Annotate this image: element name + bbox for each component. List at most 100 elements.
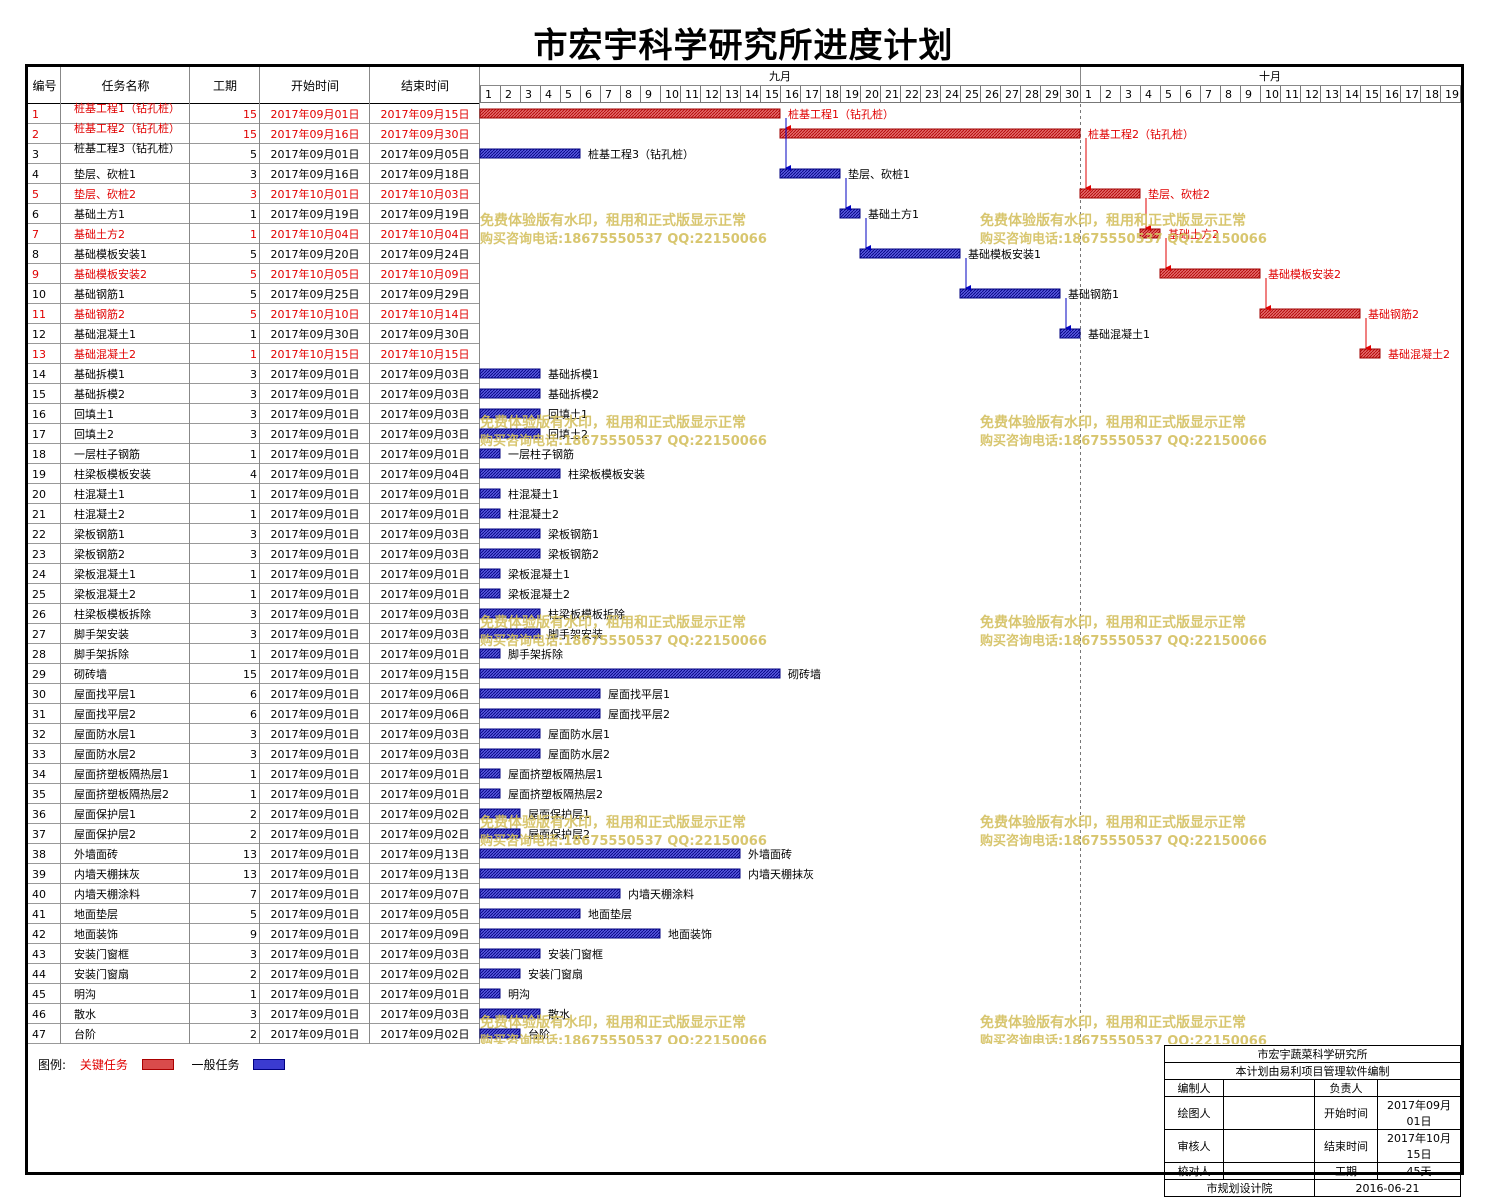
task-id: 20: [32, 488, 46, 501]
normal-task-bar: [479, 408, 541, 419]
task-duration: 1: [250, 228, 257, 241]
critical-task-bar: [479, 108, 781, 119]
task-name: 一层柱子钢筋: [74, 447, 140, 461]
bar-label: 基础钢筋1: [1068, 287, 1119, 301]
day-label: 11: [685, 88, 699, 101]
task-duration: 13: [243, 848, 257, 861]
legend-normal-swatch: [253, 1059, 286, 1070]
critical-task-bar: [1159, 268, 1261, 279]
task-id: 11: [32, 308, 46, 321]
bar-label: 回填土2: [548, 427, 588, 441]
task-start: 2017年09月01日: [271, 447, 360, 461]
task-end: 2017年09月05日: [381, 907, 470, 921]
normal-task-bar: [479, 828, 521, 839]
bar-label: 脚手架拆除: [508, 647, 563, 661]
day-label: 12: [705, 88, 719, 101]
normal-task-bar: [479, 688, 601, 699]
task-end: 2017年09月01日: [381, 587, 470, 601]
task-end: 2017年09月30日: [381, 327, 470, 341]
day-label: 18: [1425, 88, 1439, 101]
bar-label: 基础土方1: [868, 207, 919, 221]
normal-task-bar: [479, 648, 501, 659]
day-label: 2: [505, 88, 512, 101]
task-end: 2017年09月03日: [381, 607, 470, 621]
watermark-line1: 免费体验版有水印，租用和正式版显示正常: [980, 1014, 1246, 1031]
task-end: 2017年09月03日: [381, 547, 470, 561]
bar-label: 脚手架安装: [548, 627, 603, 641]
day-label: 5: [1165, 88, 1172, 101]
task-start: 2017年09月01日: [271, 1007, 360, 1021]
info-software: 本计划由易利项目管理软件编制: [1164, 1062, 1461, 1080]
task-duration: 3: [250, 728, 257, 741]
task-id: 6: [32, 208, 39, 221]
task-id: 15: [32, 388, 46, 401]
normal-task-bar: [479, 868, 741, 879]
task-duration: 5: [250, 308, 257, 321]
task-start: 2017年09月01日: [271, 547, 360, 561]
task-name: 内墙天棚抹灰: [74, 867, 140, 881]
task-name: 基础混凝土2: [74, 347, 136, 361]
bar-label: 安装门窗框: [548, 947, 603, 961]
task-duration: 5: [250, 268, 257, 281]
task-name: 台阶: [74, 1027, 96, 1041]
task-end: 2017年10月15日: [381, 347, 470, 361]
watermark-line1: 免费体验版有水印，租用和正式版显示正常: [480, 814, 746, 831]
day-label: 16: [785, 88, 799, 101]
day-label: 15: [765, 88, 779, 101]
info-org: 市宏宇蔬菜科学研究所: [1164, 1045, 1461, 1063]
watermark-line1: 免费体验版有水印，租用和正式版显示正常: [480, 212, 746, 229]
bar-label: 基础模板安装2: [1268, 267, 1341, 281]
watermark-line1: 免费体验版有水印，租用和正式版显示正常: [980, 614, 1246, 631]
watermark-line2: 购买咨询电话:18675550537 QQ:22150066: [480, 433, 767, 449]
watermark-line2: 购买咨询电话:18675550537 QQ:22150066: [480, 231, 767, 247]
task-duration: 3: [250, 408, 257, 421]
task-end: 2017年09月02日: [381, 1027, 470, 1041]
normal-task-bar: [479, 768, 501, 779]
task-id: 37: [32, 828, 46, 841]
day-label: 15: [1365, 88, 1379, 101]
normal-task-bar: [1059, 328, 1081, 339]
task-start: 2017年09月16日: [271, 167, 360, 181]
task-id: 14: [32, 368, 46, 381]
task-end: 2017年09月01日: [381, 767, 470, 781]
bar-label: 柱梁板模板安装: [568, 467, 645, 481]
normal-task-bar: [479, 488, 501, 499]
watermark-line1: 免费体验版有水印，租用和正式版显示正常: [980, 212, 1246, 229]
column-header-duration: 工期: [213, 79, 237, 93]
task-start: 2017年09月01日: [271, 807, 360, 821]
task-name: 梁板混凝土1: [74, 567, 136, 581]
task-duration: 1: [250, 768, 257, 781]
task-duration: 6: [250, 688, 257, 701]
day-label: 19: [845, 88, 859, 101]
day-label: 7: [605, 88, 612, 101]
page-title: 市宏宇科学研究所进度计划: [533, 26, 954, 66]
bar-label: 外墙面砖: [748, 847, 792, 861]
task-id: 42: [32, 928, 46, 941]
day-label: 13: [1325, 88, 1339, 101]
task-end: 2017年09月03日: [381, 427, 470, 441]
task-name: 垫层、砍桩1: [74, 167, 136, 181]
watermark-line2: 购买咨询电话:18675550537 QQ:22150066: [980, 1033, 1267, 1044]
normal-task-bar: [479, 388, 541, 399]
task-duration: 3: [250, 188, 257, 201]
normal-task-bar: [479, 468, 561, 479]
task-name: 外墙面砖: [74, 847, 118, 861]
bar-label: 砌砖墙: [788, 667, 821, 681]
task-name: 梁板混凝土2: [74, 587, 136, 601]
task-start: 2017年09月01日: [271, 587, 360, 601]
normal-task-bar: [479, 668, 781, 679]
day-label: 8: [625, 88, 632, 101]
task-start: 2017年10月15日: [271, 347, 360, 361]
column-header-id: 编号: [32, 78, 56, 93]
watermark-line2: 购买咨询电话:18675550537 QQ:22150066: [980, 633, 1267, 649]
month-label: 九月: [769, 70, 791, 83]
task-duration: 1: [250, 488, 257, 501]
task-name: 基础模板安装2: [74, 267, 147, 281]
day-label: 27: [1005, 88, 1019, 101]
task-id: 12: [32, 328, 46, 341]
task-duration: 1: [250, 208, 257, 221]
task-end: 2017年09月01日: [381, 507, 470, 521]
bar-label: 明沟: [508, 988, 530, 1001]
task-duration: 3: [250, 368, 257, 381]
